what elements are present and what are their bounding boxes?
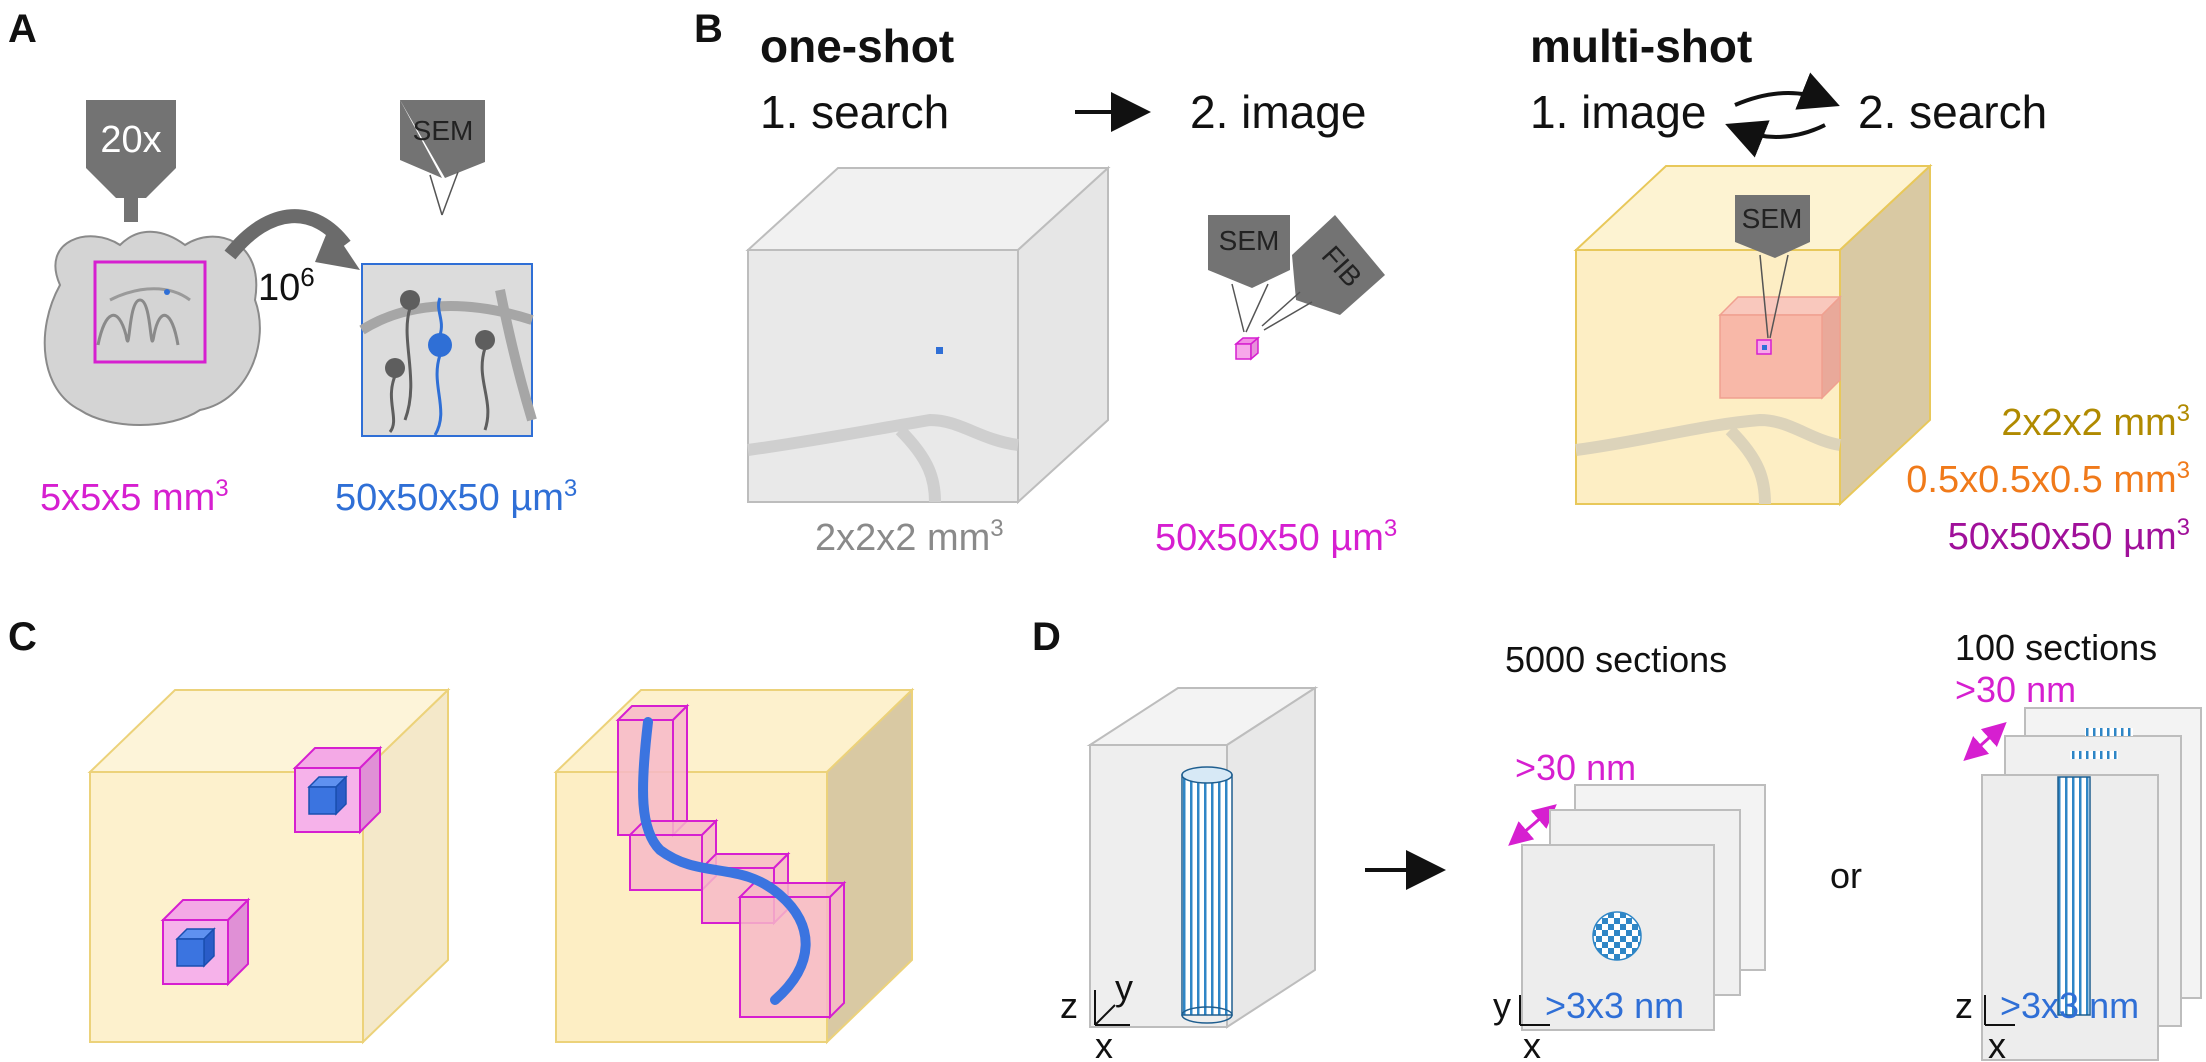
sem-tip-icon: SEM xyxy=(400,100,485,216)
axes-zx-icon xyxy=(1984,995,2015,1026)
panel-d-letter: D xyxy=(1032,615,1061,659)
sem-label: SEM xyxy=(413,115,474,146)
objective-label: 20x xyxy=(100,119,161,161)
cube-neuron-trace xyxy=(553,687,915,1045)
panel-a-letter: A xyxy=(8,7,37,51)
multishot-volume-3: 50x50x50 µm3 xyxy=(1948,514,2190,558)
thickness-label-1: >30 nm xyxy=(1515,747,1636,788)
sem-fib-icon: SEM FIB xyxy=(1208,215,1385,361)
panel-b: B one-shot 1. search 2. image 2x2x2 mm3 … xyxy=(694,7,2190,559)
oneshot-step2: 2. image xyxy=(1190,86,1366,138)
resolution-label-1: >3x3 nm xyxy=(1545,985,1684,1026)
cycle-arrows-icon xyxy=(1725,72,1840,158)
cube-two-regions xyxy=(87,687,451,1045)
oneshot-step1: 1. search xyxy=(760,86,949,138)
axes-zyx-icon xyxy=(1094,990,1130,1026)
resolution-label-2: >3x3 nm xyxy=(2000,985,2139,1026)
thickness-arrow-2 xyxy=(1963,721,2007,762)
panel-a: A 20x 106 SEM xyxy=(8,7,577,519)
stack1-axis-y: y xyxy=(1493,985,1511,1026)
section-stack-xy xyxy=(1521,784,1766,1031)
axis-z-label: z xyxy=(1060,985,1078,1026)
oneshot-sem-label: SEM xyxy=(1219,225,1280,256)
axis-y-label: y xyxy=(1115,967,1133,1008)
zoomed-tissue-square xyxy=(359,263,537,437)
axes-yx-icon xyxy=(1519,995,1550,1026)
multishot-sem-label: SEM xyxy=(1742,203,1803,234)
sections-5000-label: 5000 sections xyxy=(1505,639,1727,680)
thickness-label-2: >30 nm xyxy=(1955,669,2076,710)
multishot-cube: SEM xyxy=(1573,163,1933,507)
panel-d: D z y x 5000 sections >30 nm >3x xyxy=(1032,615,2202,1062)
pink-box-lower xyxy=(160,897,251,987)
multishot-volume-1: 2x2x2 mm3 xyxy=(2001,400,2190,444)
oneshot-volume-um: 50x50x50 µm3 xyxy=(1155,515,1397,559)
oneshot-cube xyxy=(745,165,1111,505)
panel-c-letter: C xyxy=(8,615,37,659)
zoom-factor: 106 xyxy=(258,262,315,309)
oneshot-title: one-shot xyxy=(760,20,954,72)
multishot-volume-2: 0.5x0.5x0.5 mm3 xyxy=(1906,457,2190,501)
section-stack-xz xyxy=(1981,707,2202,1061)
multishot-step1: 1. image xyxy=(1530,86,1706,138)
panel-c: C xyxy=(8,615,915,1045)
multishot-step2: 2. search xyxy=(1858,86,2047,138)
or-label: or xyxy=(1830,855,1862,896)
panel-b-letter: B xyxy=(694,7,723,51)
volume-label-mm: 5x5x5 mm3 xyxy=(40,475,229,519)
objective-20x-icon: 20x xyxy=(86,100,176,222)
brain-slice-icon xyxy=(43,230,261,426)
sections-100-label: 100 sections xyxy=(1955,627,2157,668)
volume-label-um: 50x50x50 µm3 xyxy=(335,475,577,519)
stack2-axis-x: x xyxy=(1988,1025,2006,1062)
tall-cube-with-cylinder xyxy=(1086,686,1319,1029)
multishot-title: multi-shot xyxy=(1530,20,1752,72)
oneshot-volume-mm: 2x2x2 mm3 xyxy=(815,515,1004,559)
pink-box-upper xyxy=(292,745,383,835)
zoom-arrow-icon xyxy=(224,209,360,270)
thickness-arrow-1 xyxy=(1508,804,1557,846)
axis-x-label: x xyxy=(1095,1025,1113,1062)
stack2-axis-z: z xyxy=(1955,985,1973,1026)
stack1-axis-x: x xyxy=(1523,1025,1541,1062)
